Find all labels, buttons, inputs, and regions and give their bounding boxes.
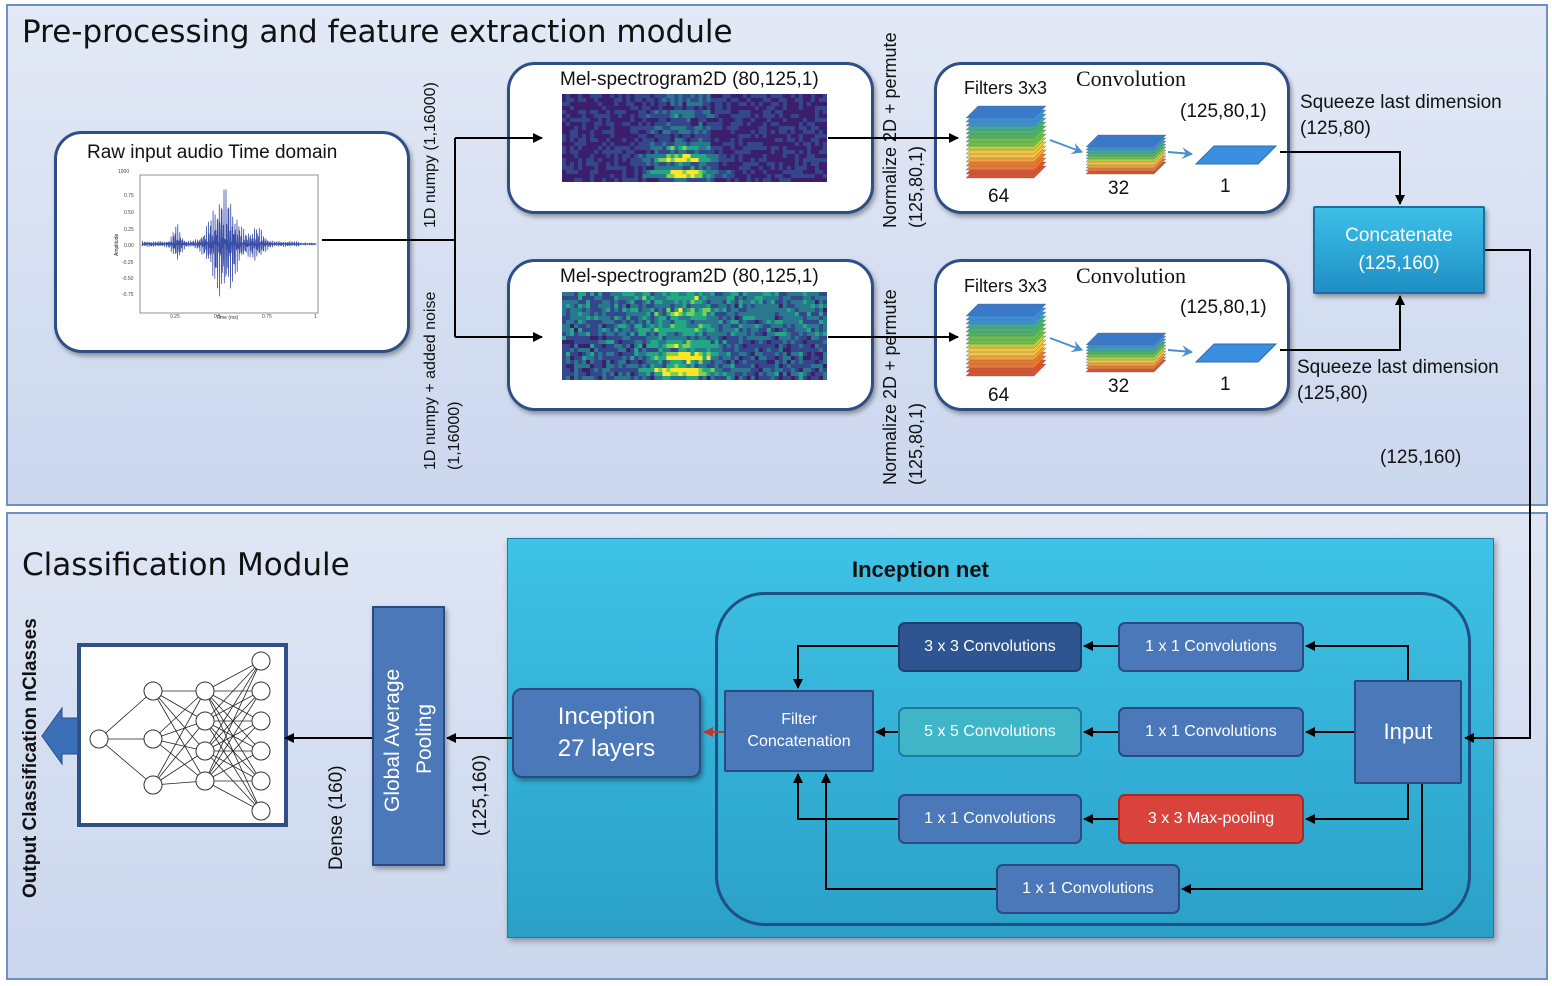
y-tick-2: 0.50 (124, 210, 134, 216)
filter-concatenation-box: Filter Concatenation (724, 690, 874, 772)
neural-network-svg (89, 651, 271, 821)
conv-1x1-top-box: 1 x 1 Convolutions (1118, 622, 1304, 672)
filters-label-1: Filters 3x3 (964, 78, 1048, 98)
filter-concat-label-2: Concatenation (747, 733, 851, 750)
x-tick-0: 0.25 (170, 314, 180, 320)
waveform-svg (139, 174, 319, 314)
y-tick-3: 0.25 (124, 227, 134, 233)
convolution-label-2: Convolution (1076, 263, 1187, 288)
x-tick-3: 1 (314, 314, 317, 320)
convolution-label-1: Convolution (1076, 66, 1187, 91)
concat-output-shape: (125,160) (1380, 447, 1462, 468)
shape-label-1: (125,80,1) (1180, 101, 1267, 122)
y-tick-7: -0.75 (122, 292, 134, 298)
normalize-shape-1: (125,80,1) (906, 145, 926, 228)
raw-audio-label: Raw input audio Time domain (87, 142, 338, 163)
count-64-a: 64 (988, 186, 1010, 207)
waveform-xlabel: Time (ms) (216, 315, 239, 321)
y-tick-5: -0.25 (122, 260, 134, 266)
count-1-b: 1 (1220, 374, 1231, 395)
y-tick-1: 0.75 (124, 193, 134, 199)
inception-module-outline (715, 592, 1471, 926)
count-32-a: 32 (1108, 178, 1130, 199)
neural-network-image (77, 643, 288, 827)
mel-spectrogram-image-2 (562, 292, 827, 380)
dense-label: Dense (160) (326, 765, 347, 870)
conv-3x3-box: 3 x 3 Convolutions (898, 622, 1082, 672)
classification-title: Classification Module (22, 547, 350, 583)
normalize-label-1: Normalize 2D + permute (880, 32, 900, 228)
x-tick-2: 0.75 (262, 314, 272, 320)
count-1-a: 1 (1220, 176, 1231, 197)
gap-label-1: Global Average (381, 668, 404, 812)
gap-label-2: Pooling (413, 703, 436, 774)
output-classification-label: Output Classification nClasses (20, 618, 41, 898)
x-tick-1: 0.5 (214, 314, 221, 320)
waveform-ylabel: Amplitude (114, 233, 120, 256)
squeeze-label-1: Squeeze last dimension (1300, 92, 1502, 113)
preprocessing-title: Pre-processing and feature extraction mo… (22, 14, 733, 50)
conv-1x1-bottom-box: 1 x 1 Convolutions (996, 864, 1180, 914)
maxpool-box: 3 x 3 Max-pooling (1118, 794, 1304, 844)
waveform-line (141, 189, 317, 297)
normalize-label-2: Normalize 2D + permute (880, 289, 900, 485)
gap-input-shape: (125,160) (470, 754, 491, 836)
inception-layers-count: 27 layers (557, 735, 656, 762)
conv-5x5-box: 5 x 5 Convolutions (898, 707, 1082, 757)
count-32-b: 32 (1108, 376, 1130, 397)
filter-concat-label-1: Filter (781, 711, 817, 728)
global-average-pooling-box (372, 606, 445, 866)
numpy-label-2: 1D numpy + added noise (422, 291, 439, 470)
y-tick-4: 0.00 (124, 243, 134, 249)
normalize-shape-2: (125,80,1) (906, 402, 926, 485)
squeeze-label-2: Squeeze last dimension (1297, 357, 1499, 378)
shape-label-2: (125,80,1) (1180, 297, 1267, 318)
mel1-label: Mel-spectrogram2D (80,125,1) (560, 69, 819, 90)
y-tick-6: -0.50 (122, 276, 134, 282)
input-box: Input (1354, 680, 1462, 784)
inception-net-title: Inception net (852, 557, 989, 582)
count-64-b: 64 (988, 385, 1010, 406)
filters-label-2: Filters 3x3 (964, 276, 1048, 296)
mel2-label: Mel-spectrogram2D (80,125,1) (560, 266, 819, 287)
concatenate-label: Concatenate (1345, 225, 1453, 246)
conv-1x1-mid-box: 1 x 1 Convolutions (1118, 707, 1304, 757)
squeeze-shape-2: (125,80) (1297, 383, 1368, 404)
inception-layers-box: Inception 27 layers (512, 688, 701, 778)
conv-1x1-low-left-box: 1 x 1 Convolutions (898, 794, 1082, 844)
squeeze-shape-1: (125,80) (1300, 118, 1371, 139)
mel-spectrogram-image-1 (562, 94, 827, 182)
concatenate-shape: (125,160) (1358, 253, 1440, 274)
concatenate-box: Concatenate (125,160) (1313, 206, 1485, 294)
numpy-shape-2: (1,16000) (446, 401, 463, 471)
inception-layers-label: Inception (557, 703, 656, 730)
numpy-label-1: 1D numpy (1,16000) (422, 82, 439, 228)
waveform-plot: 1000 0.75 0.50 0.25 0.00 -0.25 -0.50 -0.… (114, 169, 320, 322)
y-tick-0: 1000 (118, 169, 130, 175)
